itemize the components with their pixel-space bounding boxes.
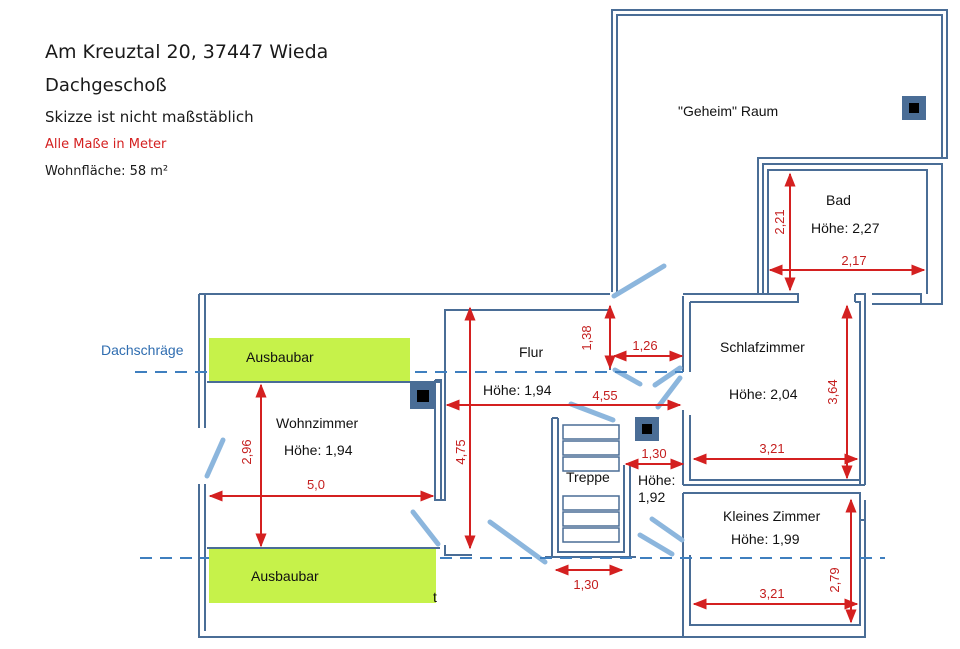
chimney-icon xyxy=(410,383,436,409)
dim-klein-width: 3,21 xyxy=(759,586,784,601)
roof-slope-label: Dachschräge xyxy=(101,342,184,358)
dim-klein-height: 2,79 xyxy=(827,567,842,592)
expandable-label-top: Ausbaubar xyxy=(246,349,314,365)
scale-note: Skizze ist nicht maßstäblich xyxy=(45,108,254,126)
room-schlafzimmer: Schlafzimmer xyxy=(720,339,805,355)
dimension-lines xyxy=(208,172,926,624)
room-geheim: "Geheim" Raum xyxy=(678,103,778,119)
room-flur: Flur xyxy=(519,344,543,360)
room-wohnzimmer-height: Höhe: 1,94 xyxy=(284,442,353,458)
chimney-icon xyxy=(635,417,659,441)
room-treppe-height-label: Höhe: xyxy=(638,472,675,488)
room-wohnzimmer: Wohnzimmer xyxy=(276,415,359,431)
dim-bad-height: 2,21 xyxy=(772,209,787,234)
chimney-icon xyxy=(902,96,926,120)
dim-treppe-width: 1,30 xyxy=(573,577,598,592)
dim-flur-height: 1,38 xyxy=(579,325,594,350)
room-schlafzimmer-height: Höhe: 2,04 xyxy=(729,386,798,402)
doors xyxy=(204,263,685,565)
dim-flur-length: 4,75 xyxy=(453,439,468,464)
room-treppe: Treppe xyxy=(566,469,610,485)
address-title: Am Kreuztal 20, 37447 Wieda xyxy=(45,41,329,63)
dim-flur-width: 4,55 xyxy=(592,388,617,403)
room-treppe-height-value: 1,92 xyxy=(638,489,665,505)
floor-title: Dachgeschoß xyxy=(45,75,167,96)
living-area: Wohnfläche: 58 m² xyxy=(45,164,169,179)
expandable-area-bottom xyxy=(209,549,436,603)
dim-wohn-width: 5,0 xyxy=(307,477,325,492)
room-bad: Bad xyxy=(826,192,851,208)
stair-treads xyxy=(562,424,620,543)
expandable-label-bottom: Ausbaubar xyxy=(251,568,319,584)
dim-wohn-height: 2,96 xyxy=(239,439,254,464)
dim-bad-width: 2,17 xyxy=(841,253,866,268)
expandable-area-top xyxy=(209,338,410,381)
room-kleines-zimmer: Kleines Zimmer xyxy=(723,508,821,524)
walls xyxy=(198,9,948,638)
partially-hidden-label: t xyxy=(433,589,437,605)
dim-schlaf-width: 3,21 xyxy=(759,441,784,456)
room-bad-height: Höhe: 2,27 xyxy=(811,220,880,236)
units-note: Alle Maße in Meter xyxy=(45,137,167,152)
dim-door-width: 1,26 xyxy=(632,338,657,353)
room-flur-height: Höhe: 1,94 xyxy=(483,382,552,398)
dim-treppe-gap: 1,30 xyxy=(641,446,666,461)
dim-schlaf-height: 3,64 xyxy=(825,379,840,404)
room-kleines-zimmer-height: Höhe: 1,99 xyxy=(731,531,800,547)
